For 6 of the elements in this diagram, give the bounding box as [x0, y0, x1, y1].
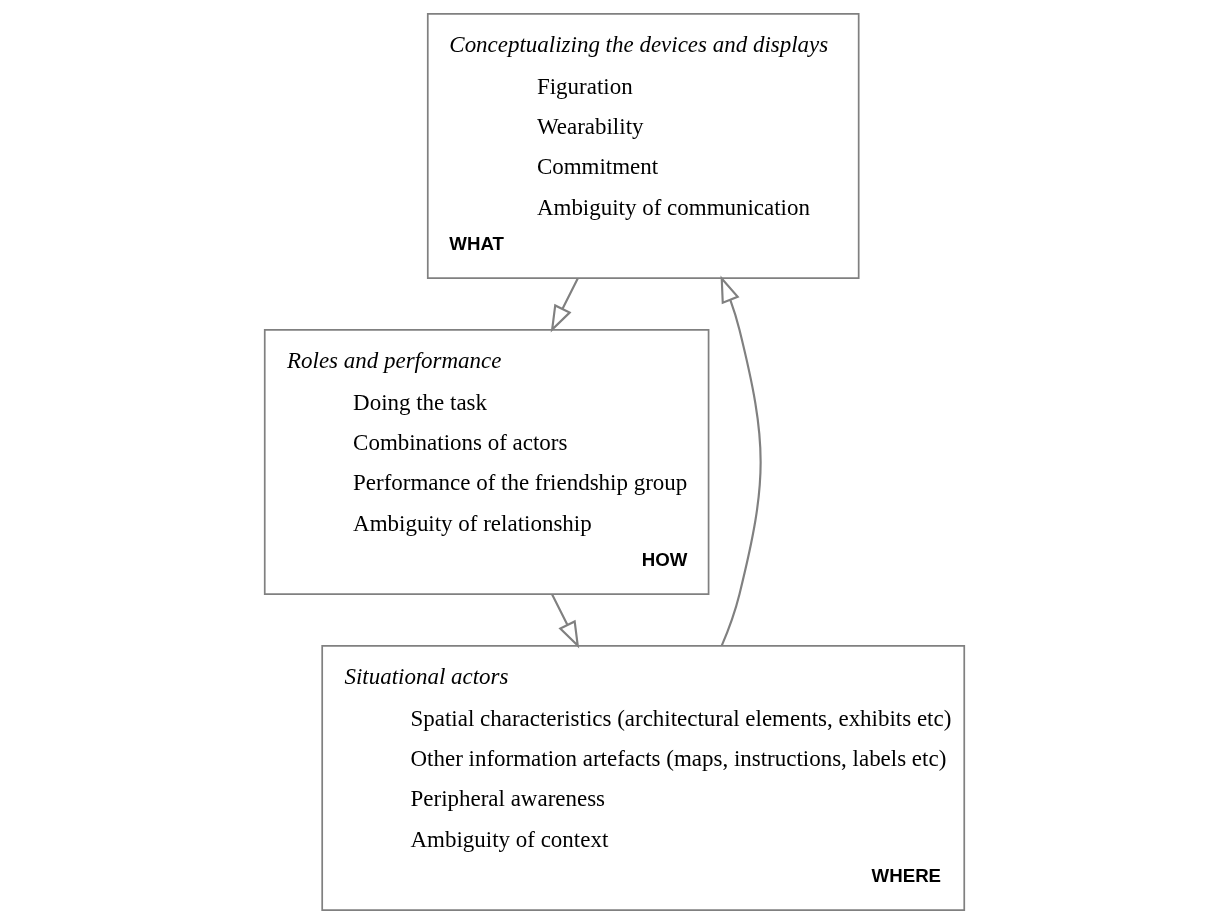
arrow — [720, 275, 762, 646]
arrow — [551, 593, 580, 649]
node-box: Roles and performance Doing the task Combinations of actors Performance of the friendship group Ambiguity of relationship HOW — [263, 329, 710, 595]
node-box: Situational actors Spatial characteristics (architectural elements, exhibits etc) Other information artefacts (maps, instructions, labels etc) Peripheral awareness Ambiguity of context WHERE — [321, 645, 966, 911]
arrow — [550, 277, 579, 333]
node-box: Conceptualizing the devices and displays Figuration Wearability Commitment Ambiguity of communication WHAT — [426, 13, 860, 279]
